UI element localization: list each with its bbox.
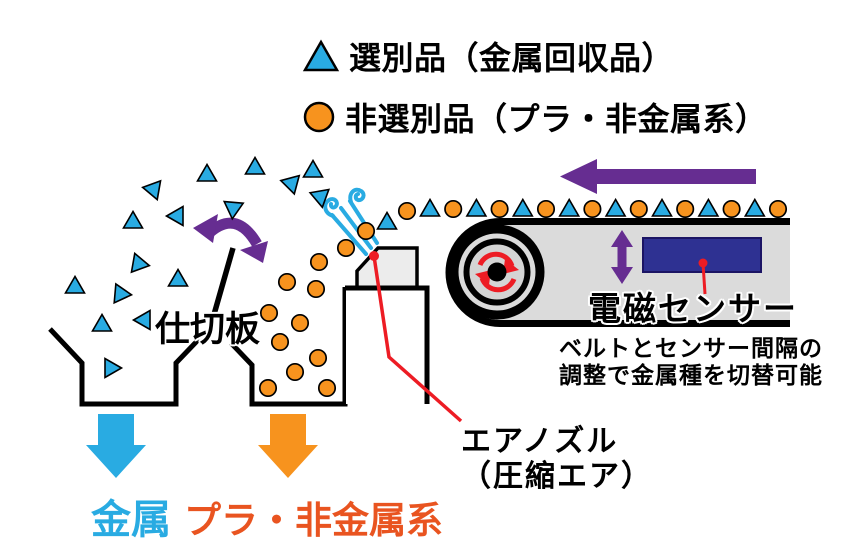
nonmetal-particle-icon — [629, 199, 648, 219]
sensor-note-line2: 調整で金属種を切替可能 — [559, 363, 823, 389]
metal-particle-icon — [113, 282, 134, 305]
particle-layer — [64, 155, 788, 398]
pulley-rotation-arrows-icon — [475, 251, 519, 293]
sensor-gap-arrow-icon — [611, 230, 633, 284]
metal-particle-icon — [64, 274, 86, 294]
nozzle-pointer-line — [369, 251, 463, 423]
metal-particle-icon — [130, 251, 151, 274]
nonmetal-particle-icon — [490, 199, 509, 219]
metal-particle-icon — [697, 197, 720, 217]
nonmetal-particle-icon — [259, 303, 279, 323]
legend-item-unsorted: 非選別品（プラ・非金属系） — [302, 94, 768, 140]
belt-direction-arrow-icon — [560, 159, 756, 194]
air-nozzle-label-line1: エアノズル — [461, 424, 619, 459]
metal-output-label: 金属 — [91, 497, 171, 543]
partition-plate — [210, 247, 236, 319]
nonmetal-output-label: プラ・非金属系 — [184, 499, 443, 542]
metal-particle-icon — [279, 174, 301, 196]
nonmetal-particle-icon — [306, 279, 326, 299]
nonmetal-particle-icon — [536, 199, 556, 219]
sensor-label: 電磁センサー — [588, 289, 798, 328]
metal-particle-icon — [104, 357, 124, 379]
nonmetal-particle-icon — [308, 348, 328, 368]
nonmetal-particle-icon — [277, 272, 297, 292]
sensor-note: ベルトとセンサー間隔の 調整で金属種を切替可能 — [559, 336, 823, 390]
metal-particle-icon — [91, 312, 113, 332]
nonmetal-bin — [229, 287, 348, 407]
metal-particle-icon — [196, 162, 218, 182]
metal-particle-icon — [164, 205, 184, 227]
partition-plate-label: 仕切板 — [155, 310, 261, 350]
metal-bin — [48, 327, 201, 407]
metal-particle-icon — [302, 158, 324, 178]
deflection-arrow-icon — [193, 214, 268, 263]
nonmetal-output-arrow — [258, 414, 318, 478]
metal-particle-icon — [244, 155, 266, 175]
legend: 選別品（金属回収品） 非選別品（プラ・非金属系） — [302, 33, 768, 155]
nonmetal-particle-icon — [285, 362, 305, 382]
nonmetal-particle-icon — [768, 199, 788, 219]
metal-particle-icon — [465, 197, 488, 217]
nonmetal-particle-icon — [444, 199, 463, 219]
nonmetal-particle-icon — [309, 252, 329, 272]
legend-label-sorted: 選別品（金属回収品） — [349, 39, 675, 77]
nonmetal-particle-icon — [397, 201, 417, 221]
metal-output-arrow — [86, 414, 146, 478]
nonmetal-particle-icon — [676, 199, 695, 219]
nozzle-support — [345, 285, 430, 404]
triangle-marker-icon — [302, 39, 340, 72]
metal-particle-icon — [167, 267, 189, 287]
nonmetal-particle-icon — [356, 221, 376, 241]
circle-marker-icon — [303, 101, 335, 133]
legend-label-unsorted: 非選別品（プラ・非金属系） — [345, 100, 768, 138]
metal-particle-icon — [308, 188, 331, 209]
nonmetal-particle-icon — [258, 378, 278, 398]
nonmetal-particle-icon — [270, 332, 290, 352]
nonmetal-particle-icon — [290, 313, 310, 333]
metal-particle-icon — [131, 309, 151, 331]
metal-particle-icon — [141, 179, 162, 202]
metal-particle-icon — [743, 197, 766, 217]
nonmetal-particle-icon — [722, 199, 741, 219]
air-nozzle-label-line2: （圧縮エア） — [461, 459, 653, 494]
metal-particle-icon — [511, 197, 534, 217]
metal-particle-icon — [604, 197, 627, 217]
metal-particle-icon — [651, 197, 673, 217]
metal-particle-icon — [376, 210, 398, 230]
metal-particle-icon — [419, 197, 441, 217]
legend-item-sorted: 選別品（金属回収品） — [302, 33, 768, 79]
metal-particle-icon — [558, 197, 581, 217]
metal-particle-icon — [122, 209, 144, 229]
sensor-pointer-line — [698, 258, 708, 295]
drive-pulley — [449, 224, 545, 320]
electromagnetic-sensor — [642, 237, 762, 273]
nonmetal-particle-icon — [317, 378, 337, 398]
metal-particle-icon — [222, 200, 245, 221]
nonmetal-particle-icon — [583, 199, 602, 219]
nonmetal-particle-icon — [336, 238, 356, 258]
pulley-axle — [487, 262, 507, 282]
air-nozzle-label: エアノズル （圧縮エア） — [461, 424, 653, 494]
sensor-note-line1: ベルトとセンサー間隔の — [559, 336, 823, 362]
